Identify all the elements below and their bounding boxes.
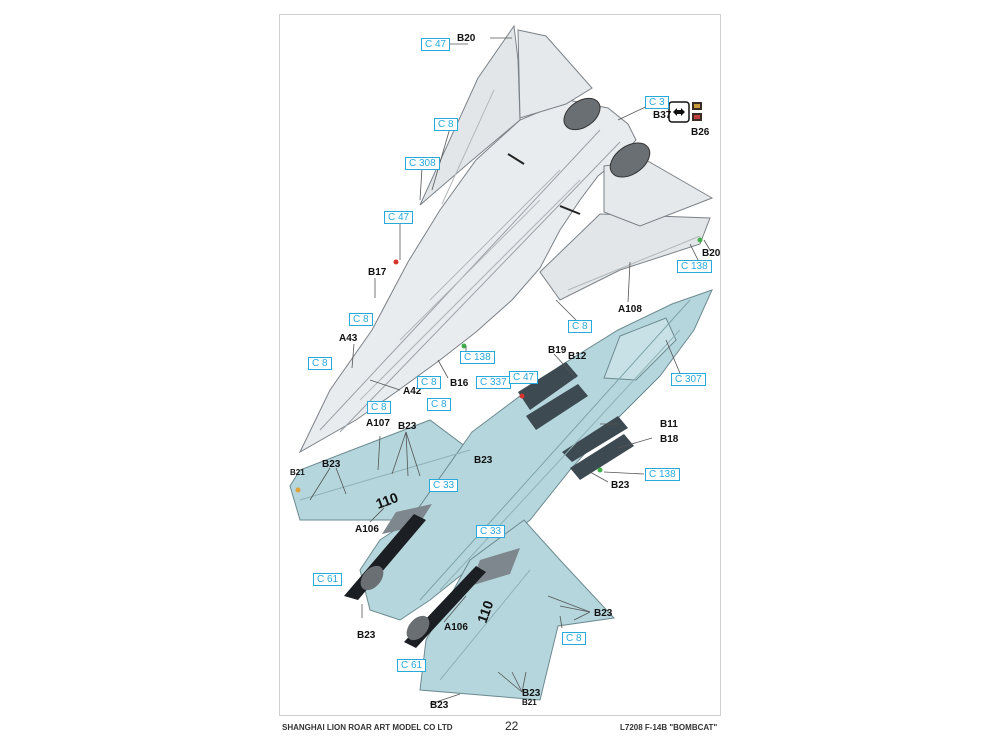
part-label: B11 <box>660 419 678 430</box>
part-label: A107 <box>366 418 390 429</box>
lower-aircraft-blue <box>289 289 713 701</box>
part-label: B21 <box>290 468 305 477</box>
color-callout: C 308 <box>405 157 440 170</box>
modex-number-left: 110 <box>374 489 401 512</box>
color-callout: C 47 <box>421 38 451 51</box>
color-callout: C 8 <box>568 320 592 333</box>
part-label: B23 <box>522 688 541 699</box>
color-callout: C 138 <box>645 468 680 481</box>
part-label: B23 <box>611 480 630 491</box>
part-label: B23 <box>594 608 613 619</box>
footer-company: SHANGHAI LION ROAR ART MODEL CO LTD <box>282 723 453 732</box>
color-callout: C 337 <box>476 376 511 389</box>
part-label: B23 <box>322 459 341 470</box>
part-label: B23 <box>357 630 376 641</box>
color-callout: C 138 <box>460 351 495 364</box>
part-label: B26 <box>691 127 710 138</box>
part-label: B37 <box>653 110 672 121</box>
color-callout: C 8 <box>308 357 332 370</box>
footer-kit-title: L7208 F-14B "BOMBCAT" <box>620 723 718 732</box>
leader-lines <box>309 37 711 705</box>
color-callout: C 33 <box>476 525 506 538</box>
color-callout: C 47 <box>384 211 414 224</box>
page-number: 22 <box>505 719 519 733</box>
part-label: A43 <box>339 333 358 344</box>
part-label: A106 <box>444 622 468 633</box>
part-label: B20 <box>702 248 721 259</box>
modex-number-right: 110 <box>474 598 497 625</box>
part-label: B23 <box>474 455 493 466</box>
color-callout: C 33 <box>429 479 459 492</box>
color-callout: C 61 <box>313 573 343 586</box>
decal-chip-icon <box>692 102 702 121</box>
part-label: B19 <box>548 345 567 356</box>
color-callout: C 8 <box>562 632 586 645</box>
color-callout: C 8 <box>434 118 458 131</box>
color-callout: C 8 <box>427 398 451 411</box>
color-callout: C 307 <box>671 373 706 386</box>
part-label: B12 <box>568 351 587 362</box>
color-callout: C 8 <box>417 376 441 389</box>
color-callout: C 61 <box>397 659 427 672</box>
part-label: B23 <box>398 421 417 432</box>
part-label: B16 <box>450 378 469 389</box>
color-callout: C 3 <box>645 96 669 109</box>
part-label: B18 <box>660 434 679 445</box>
part-label: A106 <box>355 524 379 535</box>
part-label: B23 <box>430 700 449 711</box>
upper-aircraft-grey <box>298 24 714 454</box>
color-callout: C 8 <box>367 401 391 414</box>
part-label: B20 <box>457 33 476 44</box>
color-callout: C 8 <box>349 313 373 326</box>
part-label: B17 <box>368 267 387 278</box>
part-label: B21 <box>522 698 537 707</box>
color-callout: C 138 <box>677 260 712 273</box>
exchange-arrow-icon <box>668 101 690 123</box>
part-label: A42 <box>403 386 422 397</box>
part-label: A108 <box>618 304 642 315</box>
color-callout: C 47 <box>509 371 539 384</box>
